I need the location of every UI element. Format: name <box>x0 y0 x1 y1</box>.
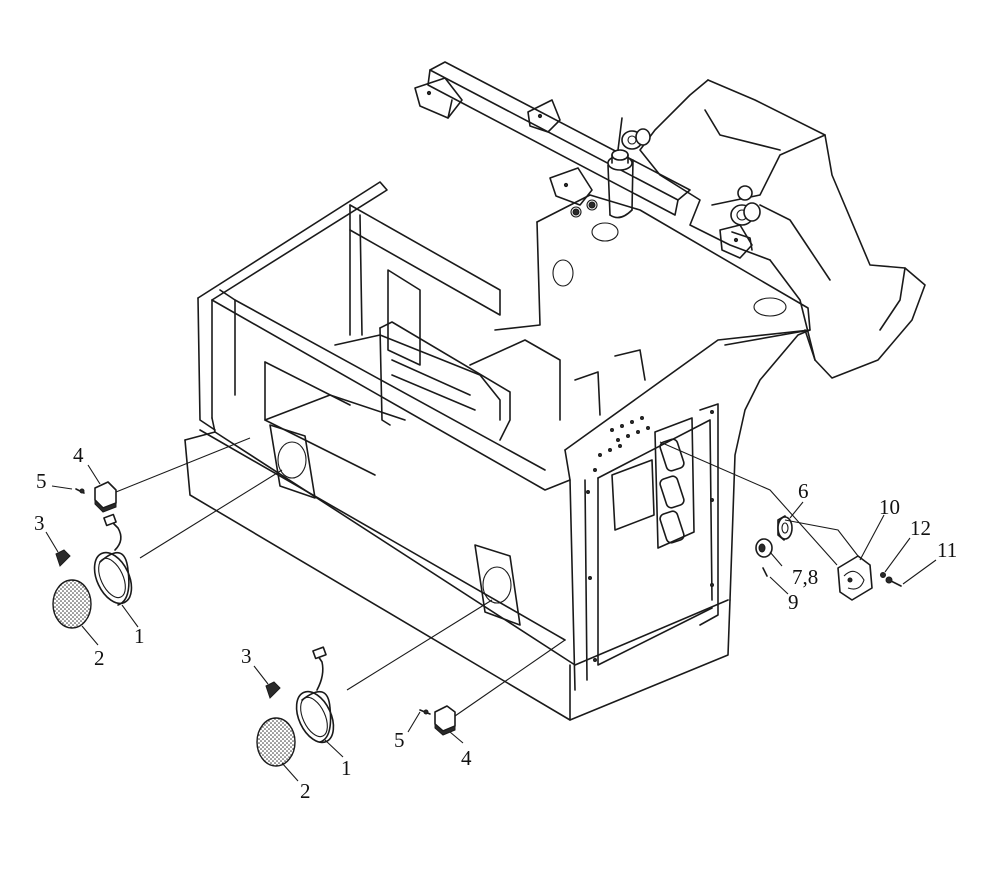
callout-4-lower: 4 <box>461 746 472 770</box>
rear-boom-assembly <box>621 79 926 379</box>
callout-7-8: 7,8 <box>792 565 818 589</box>
callout-9: 9 <box>788 590 799 614</box>
pivot-post <box>607 117 634 219</box>
leader-lines <box>45 464 937 782</box>
projection-lines <box>115 437 859 717</box>
callout-5-upper: 5 <box>36 469 47 493</box>
callout-labels: 1 1 2 2 3 3 4 4 5 5 6 7,8 9 10 11 12 <box>34 443 957 803</box>
left-lower-lamp-group <box>256 646 456 767</box>
upper-crossbeam <box>414 61 753 259</box>
callout-1-lower: 1 <box>341 756 352 780</box>
callout-2-upper: 2 <box>94 646 105 670</box>
left-upper-lamp-group <box>52 481 133 629</box>
right-reflector-group <box>755 515 902 601</box>
mounting-holes <box>586 410 714 662</box>
callout-1-upper: 1 <box>134 624 145 648</box>
callout-3-upper: 3 <box>34 511 45 535</box>
callout-12: 12 <box>910 516 931 540</box>
callout-4-upper: 4 <box>73 443 84 467</box>
callout-6: 6 <box>798 479 809 503</box>
callout-2-lower: 2 <box>300 779 311 803</box>
main-frame-body <box>184 181 811 721</box>
callout-10: 10 <box>879 495 900 519</box>
callout-3-lower: 3 <box>241 644 252 668</box>
callout-5-lower: 5 <box>394 728 405 752</box>
callout-11: 11 <box>937 538 957 562</box>
